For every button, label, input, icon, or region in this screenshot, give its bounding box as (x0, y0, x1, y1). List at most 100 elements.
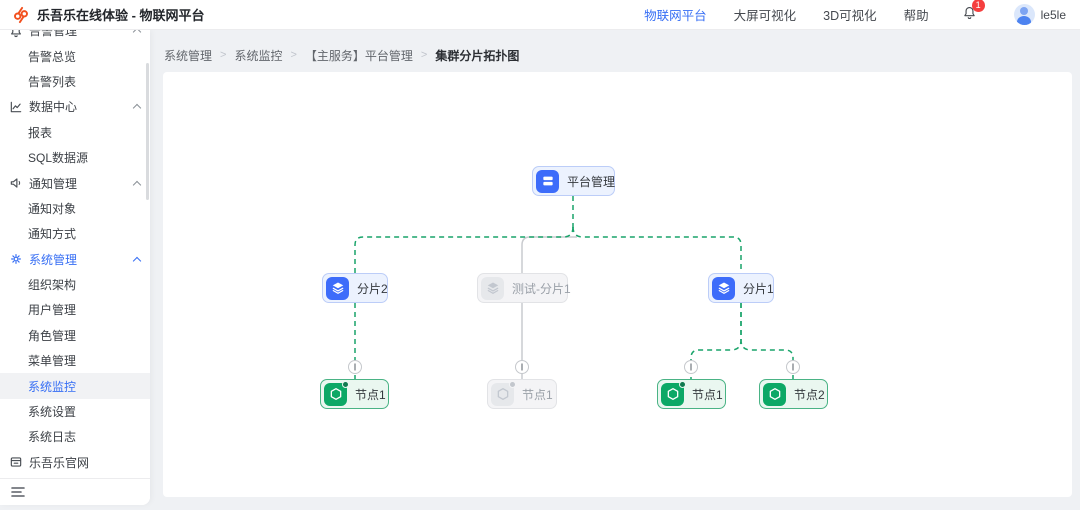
node-label: 分片1 (743, 281, 774, 296)
nav-help[interactable]: 帮助 (903, 9, 929, 23)
user-menu[interactable]: le5le (1013, 4, 1066, 25)
sidebar-item-notify-target[interactable]: 通知对象 (0, 196, 150, 221)
app-title: 乐吾乐在线体验 - 物联网平台 (37, 8, 205, 23)
breadcrumb-current: 集群分片拓扑图 (435, 48, 520, 63)
topology-canvas[interactable]: 平台管理 分片2 测试-分片1 分片1 节点1 节点1 (163, 72, 1072, 497)
nav-3d[interactable]: 3D可视化 (823, 9, 877, 23)
collapse-sidebar-icon[interactable] (11, 486, 25, 498)
breadcrumb-item[interactable]: 系统监控 (234, 48, 283, 63)
chart-icon (10, 101, 22, 113)
master-badge-dot (509, 380, 516, 388)
topology-node-node1-test[interactable]: 节点1 (487, 379, 557, 409)
sidebar-item-label: 告警列表 (28, 74, 77, 89)
sidebar-item-label: 数据中心 (29, 100, 78, 115)
sidebar-item-report[interactable]: 报表 (0, 120, 150, 145)
chevron-up-icon (132, 256, 142, 265)
sidebar-item-official-site[interactable]: 乐吾乐官网 (0, 450, 150, 475)
chevron-up-icon (132, 30, 142, 37)
hexagon-node-icon (324, 380, 349, 406)
sidebar-scrollbar[interactable] (146, 63, 149, 200)
sidebar-item-label: 组织架构 (28, 278, 77, 293)
sidebar-item-alarm-overview[interactable]: 告警总览 (0, 43, 150, 68)
username: le5le (1040, 7, 1066, 22)
sidebar-group-notification[interactable]: 通知管理 (0, 170, 150, 195)
avatar (1013, 4, 1035, 25)
browser-icon (10, 457, 22, 467)
sidebar: 告警管理 告警总览 告警列表 数据中心 报表 SQL数据源 通知管理 通知对象 (0, 30, 150, 505)
master-badge-dot (679, 380, 686, 388)
bell-icon (963, 6, 975, 19)
layers-icon (712, 276, 735, 300)
sidebar-item-system-settings[interactable]: 系统设置 (0, 399, 150, 424)
sidebar-item-system-monitor[interactable]: 系统监控 (0, 373, 150, 399)
node-label: 节点1 (522, 387, 553, 402)
layers-icon (481, 276, 504, 300)
sidebar-item-label: 角色管理 (28, 328, 77, 343)
sidebar-item-label: 系统日志 (28, 430, 77, 445)
topology-node-platform[interactable]: 平台管理 (532, 166, 615, 196)
breadcrumb-separator: > (420, 49, 428, 61)
notification-bell[interactable]: 1 (962, 0, 985, 25)
hexagon-node-icon (661, 380, 686, 406)
layers-icon (326, 276, 349, 300)
breadcrumb-item[interactable]: 【主服务】平台管理 (304, 48, 413, 63)
sidebar-item-roles[interactable]: 角色管理 (0, 323, 150, 348)
breadcrumb-separator: > (220, 49, 227, 61)
hexagon-node-icon (763, 382, 786, 406)
sidebar-item-alarm-list[interactable]: 告警列表 (0, 69, 150, 94)
breadcrumb-item[interactable]: 系统管理 (164, 48, 213, 63)
sidebar-item-label: 告警总览 (28, 49, 77, 64)
sidebar-item-label: 报表 (28, 125, 53, 140)
sidebar-menu: 告警管理 告警总览 告警列表 数据中心 报表 SQL数据源 通知管理 通知对象 (0, 30, 150, 475)
sidebar-item-system-logs[interactable]: 系统日志 (0, 424, 150, 449)
nav-bigscreen[interactable]: 大屏可视化 (733, 9, 797, 23)
node-label: 节点1 (692, 387, 723, 402)
sidebar-item-organization[interactable]: 组织架构 (0, 272, 150, 297)
node-label: 平台管理 (567, 174, 616, 189)
sidebar-item-label: 通知管理 (29, 176, 78, 191)
sidebar-item-label: 告警管理 (29, 30, 78, 39)
sidebar-item-menus[interactable]: 菜单管理 (0, 348, 150, 373)
sidebar-item-label: 系统设置 (28, 405, 77, 420)
sidebar-group-system[interactable]: 系统管理 (0, 247, 150, 272)
topology-node-shard1[interactable]: 分片1 (708, 273, 774, 303)
sidebar-item-label: SQL数据源 (28, 151, 89, 166)
topology-node-node1-shard2[interactable]: 节点1 (320, 379, 389, 409)
topology-connectors (348, 196, 800, 379)
sidebar-group-data-center[interactable]: 数据中心 (0, 94, 150, 119)
server-icon (536, 169, 559, 193)
node-label: 节点1 (355, 387, 386, 402)
sidebar-item-sql-source[interactable]: SQL数据源 (0, 145, 150, 170)
sidebar-group-alarm[interactable]: 告警管理 (0, 30, 150, 43)
sidebar-item-label: 菜单管理 (28, 354, 77, 369)
sidebar-footer (0, 478, 150, 505)
topology-node-node2-shard1[interactable]: 节点2 (759, 379, 828, 409)
breadcrumb-separator: > (290, 49, 297, 61)
notification-badge: 1 (971, 0, 985, 12)
gear-icon (11, 254, 21, 265)
master-badge-dot (342, 380, 349, 388)
sidebar-item-label: 系统管理 (29, 252, 78, 267)
sidebar-item-notify-method[interactable]: 通知方式 (0, 221, 150, 246)
sidebar-item-label: 乐吾乐官网 (29, 455, 90, 470)
topology-node-shard2[interactable]: 分片2 (322, 273, 388, 303)
topology-node-test-shard1[interactable]: 测试-分片1 (477, 273, 571, 303)
nav-iot-platform[interactable]: 物联网平台 (644, 9, 707, 23)
sidebar-item-users[interactable]: 用户管理 (0, 297, 150, 322)
chevron-up-icon (132, 180, 142, 189)
node-label: 测试-分片1 (512, 281, 571, 296)
node-label: 分片2 (357, 281, 388, 296)
node-label: 节点2 (794, 387, 825, 402)
speaker-icon (10, 178, 21, 188)
topology-node-node1-shard1[interactable]: 节点1 (657, 379, 726, 409)
le5le-logo-icon (14, 6, 28, 23)
sidebar-item-label: 通知方式 (28, 227, 77, 242)
sidebar-item-label: 通知对象 (28, 201, 77, 216)
breadcrumb: 系统管理 > 系统监控 > 【主服务】平台管理 > 集群分片拓扑图 (164, 47, 519, 63)
sidebar-item-label: 用户管理 (28, 303, 77, 318)
hexagon-node-icon (491, 380, 516, 406)
sidebar-item-label: 系统监控 (28, 379, 77, 394)
chevron-up-icon (132, 104, 142, 113)
header-nav: 物联网平台 大屏可视化 3D可视化 帮助 1 le5le (644, 0, 1066, 25)
alarm-icon (11, 30, 21, 37)
